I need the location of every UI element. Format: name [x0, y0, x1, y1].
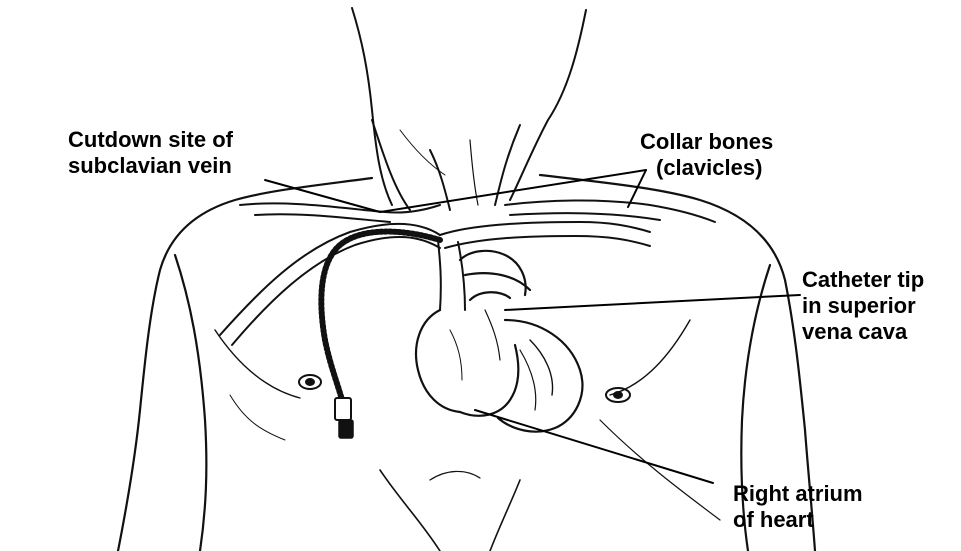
label-catheter-line2: in superior — [802, 293, 924, 319]
label-catheter-line3: vena cava — [802, 319, 924, 345]
label-collar-bones: Collar bones (clavicles) — [640, 129, 773, 181]
label-cutdown-line1: Cutdown site of — [68, 127, 233, 153]
torso-outline — [118, 175, 815, 551]
label-atrium-line2: of heart — [733, 507, 863, 533]
label-cutdown-line2: subclavian vein — [68, 153, 233, 179]
label-catheter-line1: Catheter tip — [802, 267, 924, 293]
label-catheter-tip: Catheter tip in superior vena cava — [802, 267, 924, 345]
label-cutdown-site: Cutdown site of subclavian vein — [68, 127, 233, 179]
label-collar-line2: (clavicles) — [640, 155, 773, 181]
label-right-atrium: Right atrium of heart — [733, 481, 863, 533]
leader-atrium — [475, 410, 713, 483]
catheter — [321, 232, 440, 438]
leader-catheter — [505, 295, 800, 310]
neck-outline — [352, 8, 586, 210]
label-collar-line1: Collar bones — [640, 129, 773, 155]
leader-collar-1 — [380, 170, 646, 212]
label-atrium-line1: Right atrium — [733, 481, 863, 507]
